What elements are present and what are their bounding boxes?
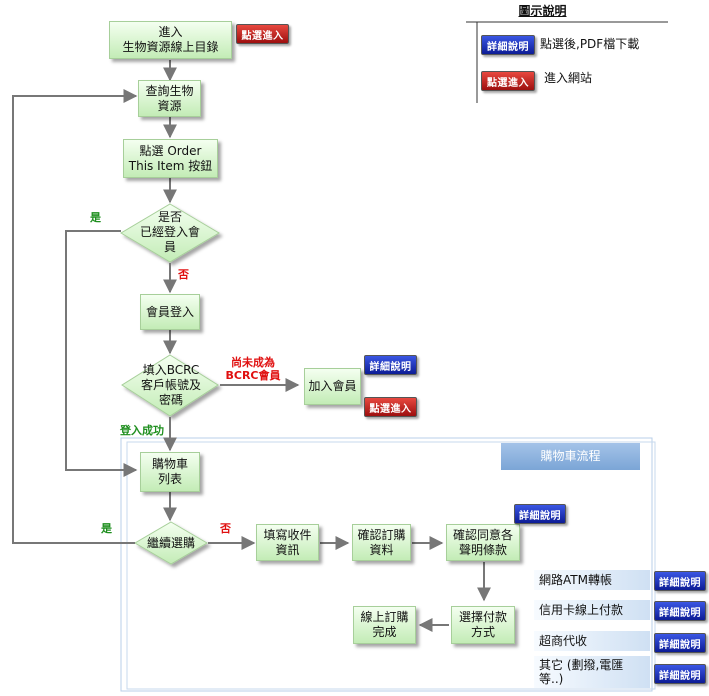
- enter-catalog-button[interactable]: 點選進入: [236, 24, 289, 44]
- legend-detail-button[interactable]: 詳細說明: [481, 35, 535, 55]
- node-is-member: 是否 已經登入會 員: [139, 209, 200, 254]
- payment-other-detail-button[interactable]: 詳細說明: [654, 664, 706, 684]
- join-detail-button[interactable]: 詳細說明: [364, 355, 417, 375]
- legend-title: 圖示說明: [518, 3, 567, 18]
- label-yes-continue: 是: [101, 522, 112, 535]
- node-order-item-button: 點選 Order This Item 按鈕: [123, 139, 218, 178]
- node-confirm-order: 確認訂購 資料: [352, 524, 411, 561]
- label-no-member: 否: [178, 268, 189, 281]
- payment-atm-detail-button[interactable]: 詳細說明: [654, 571, 706, 591]
- node-fill-receiver: 填寫收件 資訊: [256, 524, 319, 561]
- fill-account-diamond: [121, 354, 219, 417]
- payment-option-convenience-store: 超商代收: [534, 631, 650, 651]
- label-yes-member: 是: [90, 211, 101, 224]
- is-member-diamond: [120, 203, 220, 263]
- label-not-member: 尚未成為 BCRC會員: [225, 356, 281, 382]
- join-enter-button[interactable]: 點選進入: [364, 397, 417, 417]
- node-join-member: 加入會員: [304, 368, 361, 405]
- legend-detail-desc: 點選後,PDF檔下載: [540, 36, 640, 51]
- node-enter-catalog: 進入 生物資源線上目錄: [109, 21, 232, 59]
- label-no-continue: 否: [220, 522, 231, 535]
- node-fill-account: 填入BCRC 客戶帳號及 密碼: [140, 362, 201, 407]
- node-continue-shopping: 繼續選購: [146, 535, 195, 550]
- payment-option-atm: 網路ATM轉帳: [534, 570, 650, 590]
- label-login-success: 登入成功: [120, 424, 164, 437]
- legend-enter-button[interactable]: 點選進入: [481, 71, 535, 91]
- node-order-complete: 線上訂購 完成: [353, 606, 416, 644]
- cart-section-title: 購物車流程: [501, 443, 640, 470]
- cart-section-frame: [120, 437, 653, 692]
- payment-option-other: 其它 (劃撥,電匯 等..): [534, 656, 650, 688]
- terms-detail-button[interactable]: 詳細說明: [514, 504, 566, 524]
- legend-enter-desc: 進入網站: [544, 70, 593, 85]
- node-cart-list: 購物車 列表: [140, 452, 200, 492]
- node-confirm-terms: 確認同意各 聲明條款: [446, 524, 520, 561]
- payment-option-credit-card: 信用卡線上付款: [534, 600, 650, 620]
- node-query-resources: 查詢生物 資源: [138, 80, 201, 117]
- node-member-login: 會員登入: [140, 294, 200, 330]
- payment-store-detail-button[interactable]: 詳細說明: [654, 633, 706, 653]
- node-choose-payment: 選擇付款 方式: [451, 606, 515, 644]
- payment-credit-detail-button[interactable]: 詳細說明: [654, 601, 706, 621]
- continue-diamond: [134, 521, 208, 565]
